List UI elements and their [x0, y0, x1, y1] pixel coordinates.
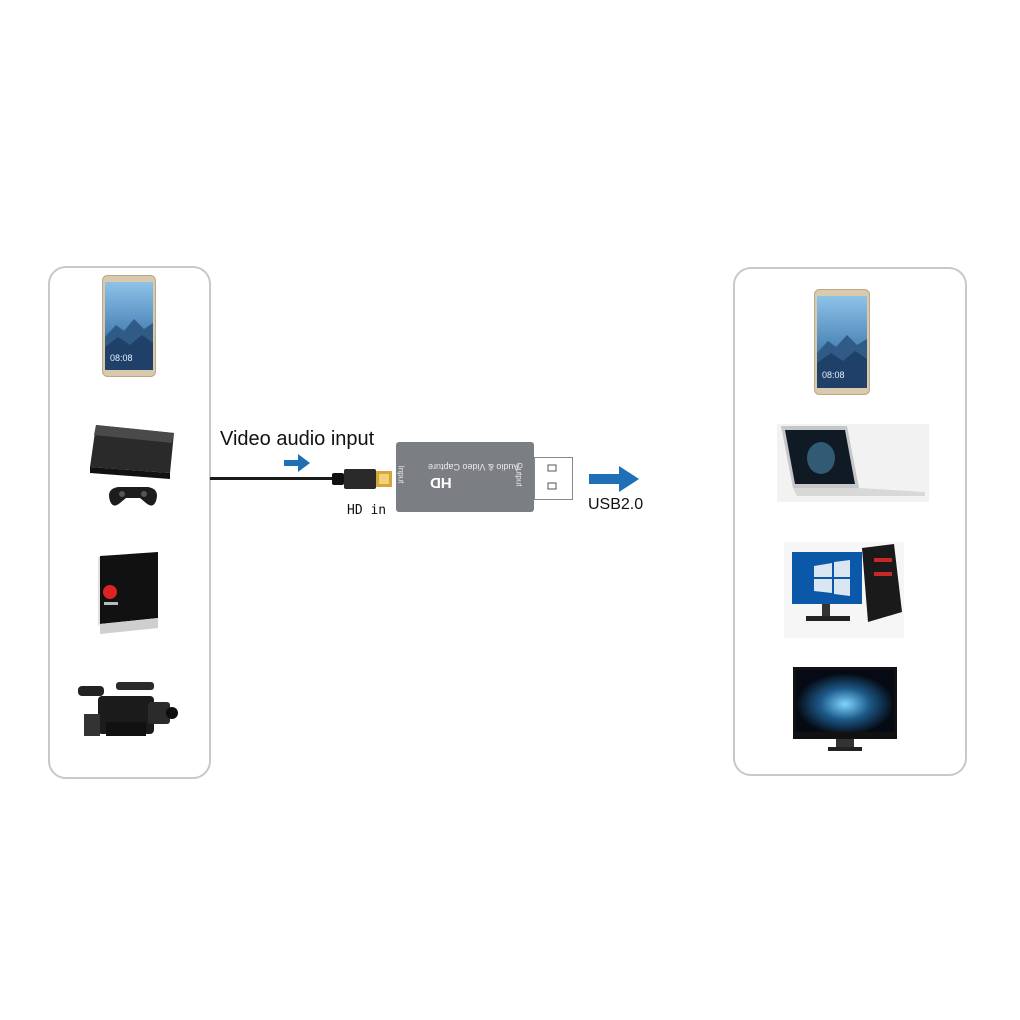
smartphone-icon: 08:08 — [102, 275, 156, 377]
laptop-icon — [777, 424, 929, 502]
output-arrow-icon — [589, 466, 639, 492]
hdmi-in-label: HD in — [347, 503, 387, 518]
phone-clock: 08:08 — [110, 353, 133, 363]
smartphone-icon: 08:08 — [814, 289, 870, 395]
capture-dongle — [396, 442, 534, 512]
dongle-input-port-label: Input — [396, 465, 406, 484]
set-top-box-icon — [96, 548, 162, 634]
dongle-brand-label: HD — [430, 474, 452, 491]
video-audio-input-label: Video audio input — [220, 428, 375, 450]
usb-label: USB2.0 — [588, 496, 644, 513]
desktop-pc-icon — [784, 542, 904, 638]
dongle-product-label: Audio & Video Capture — [428, 462, 520, 472]
dongle-output-port-label: Output — [514, 462, 524, 487]
input-arrow-icon — [284, 454, 310, 472]
hdmi-cable-icon — [210, 466, 392, 494]
monitor-icon — [792, 666, 898, 752]
camcorder-icon — [76, 678, 178, 746]
phone-clock: 08:08 — [822, 370, 845, 380]
game-console-icon — [88, 415, 178, 517]
usb-plug-icon — [534, 457, 574, 501]
